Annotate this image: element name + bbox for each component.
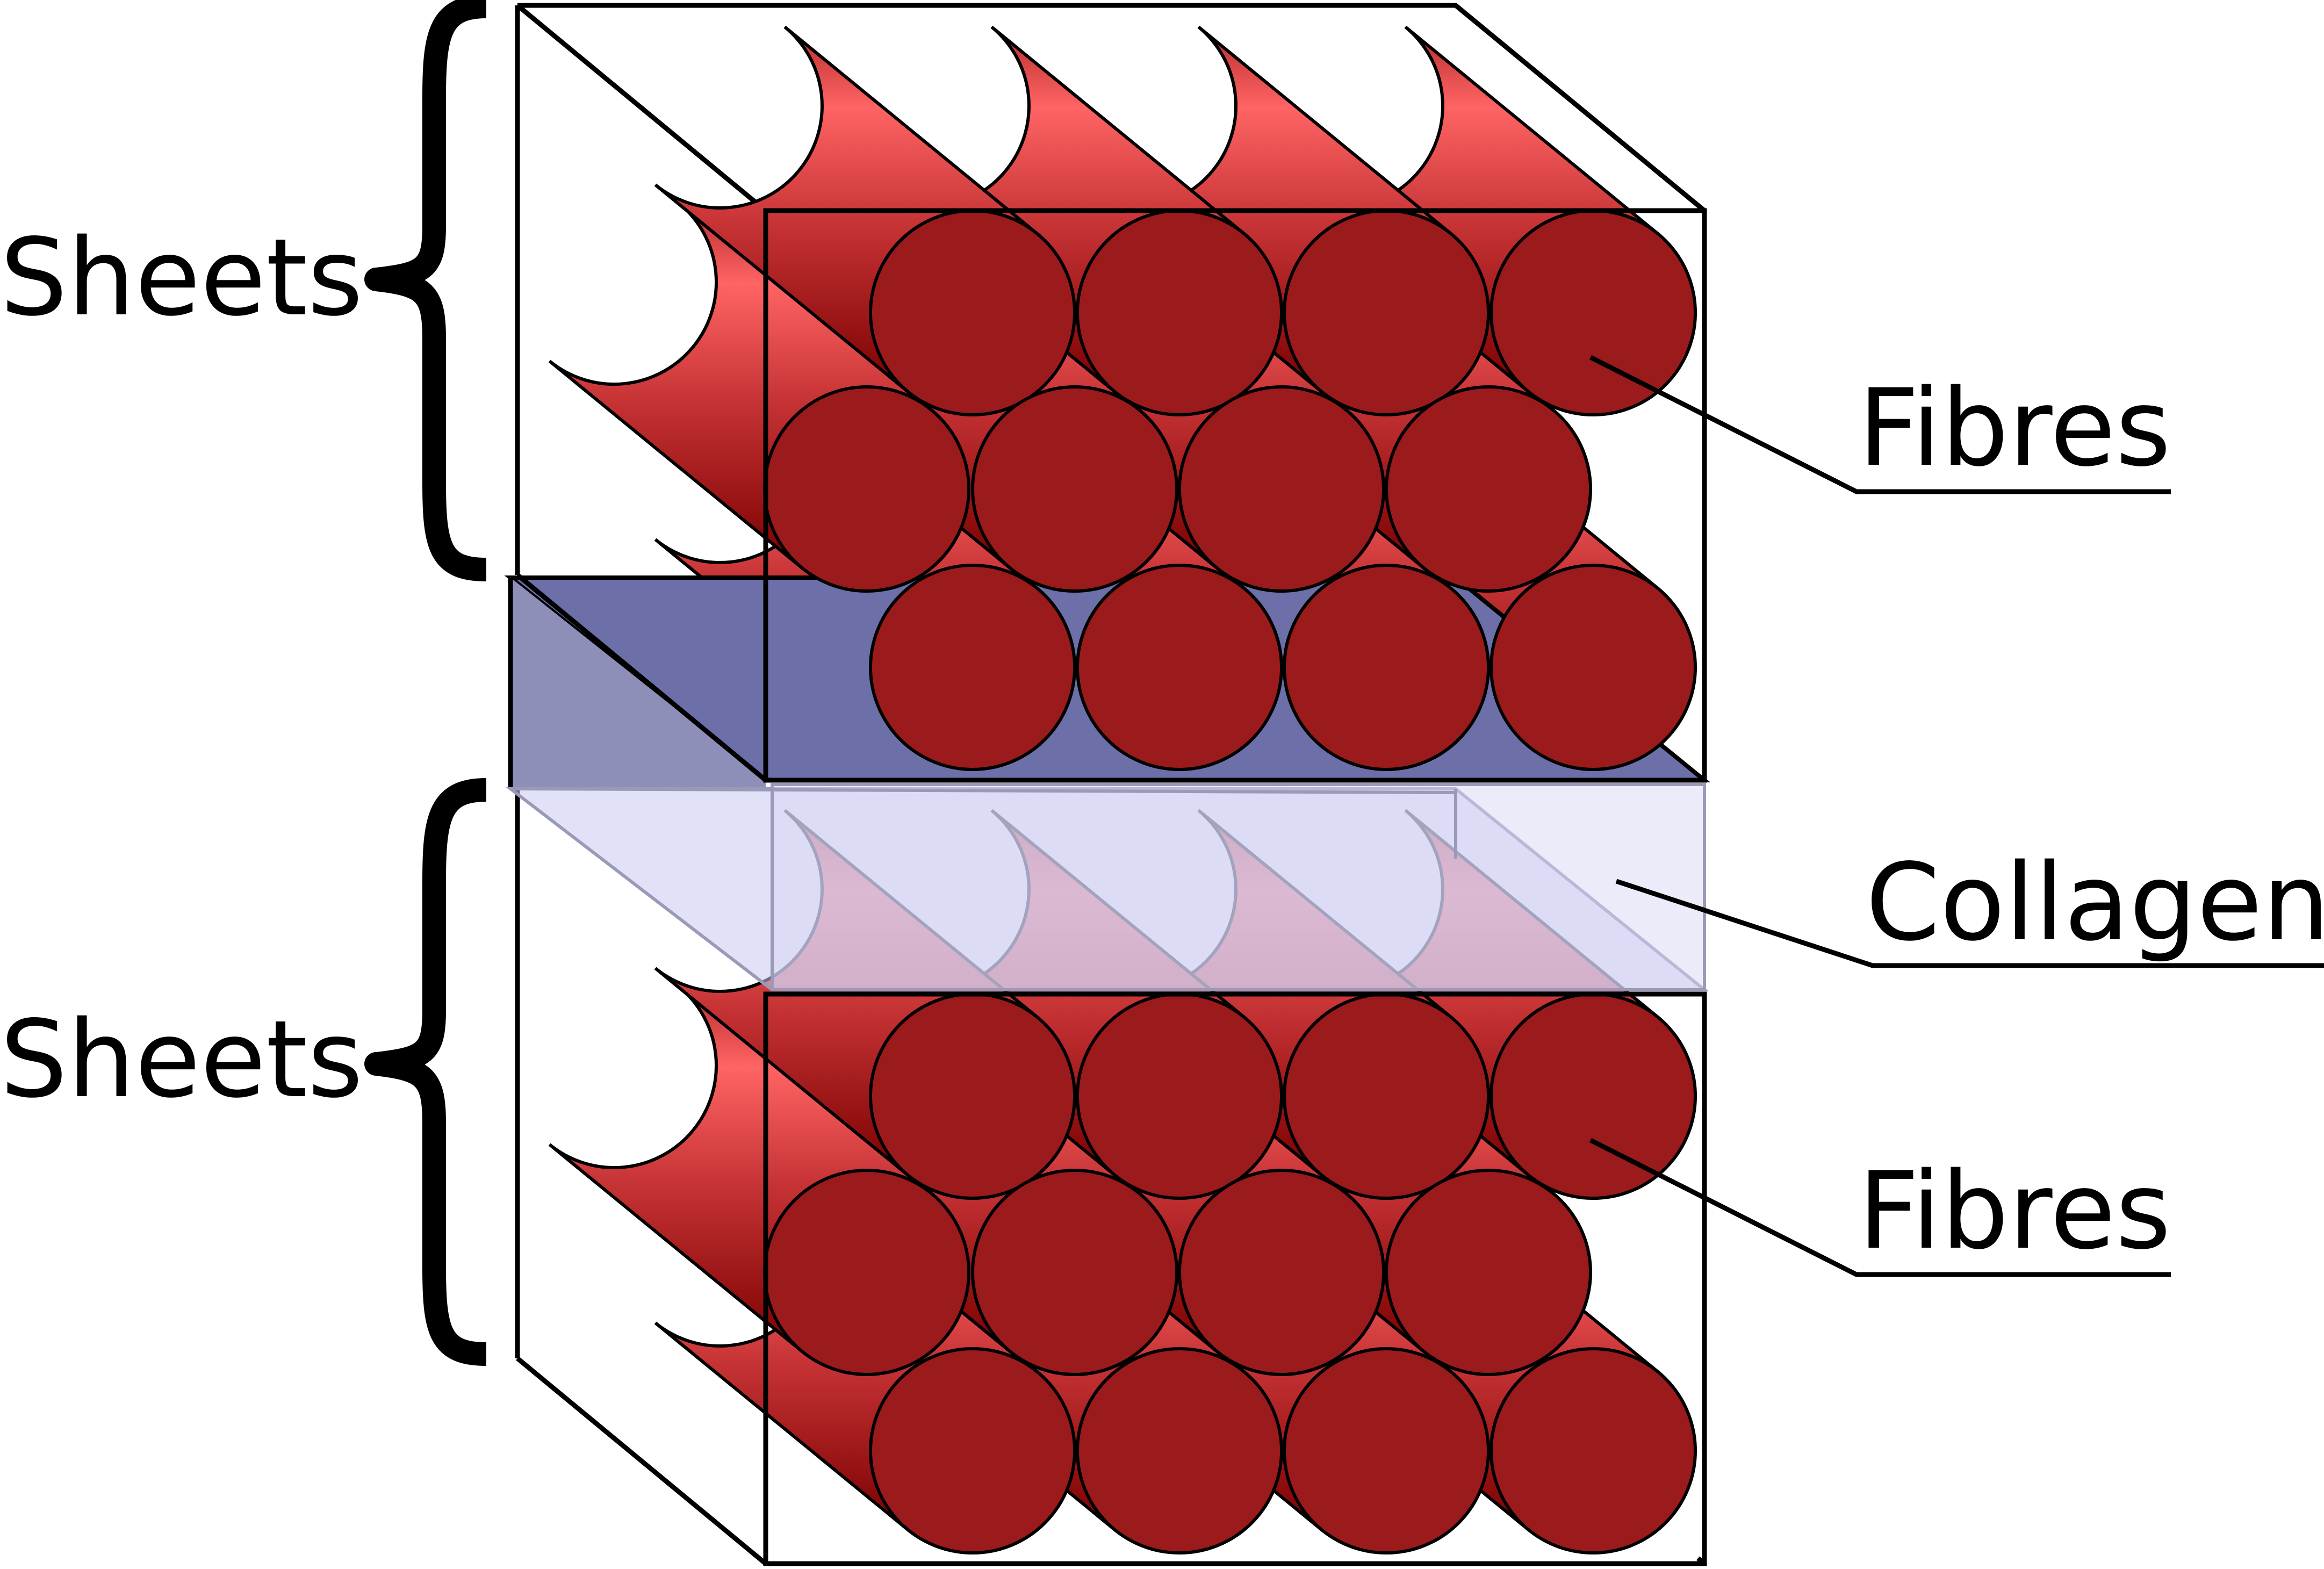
fibre-end <box>1490 992 1697 1200</box>
upper-fibre-ends <box>763 209 1697 771</box>
fibre-end <box>1490 1347 1697 1554</box>
fibre-end <box>1178 1169 1385 1376</box>
fibres-bottom-leader <box>1589 1138 2171 1277</box>
lower-block-wireframe-back <box>515 790 767 1566</box>
fibres-top-leader <box>1589 355 2171 494</box>
fibre-end <box>1283 992 1490 1200</box>
fibre-end <box>1385 385 1592 593</box>
fibre-end <box>971 1169 1178 1376</box>
collagen-leader <box>1615 879 2324 968</box>
upper-block-wireframe-front <box>508 208 1707 789</box>
fibres-bottom-label: Fibres <box>1858 1149 2171 1273</box>
collagen-layer <box>506 783 1709 991</box>
collagen-label: Collagen <box>1866 840 2324 965</box>
fibre-end <box>1283 209 1490 416</box>
fibre-end <box>869 209 1076 416</box>
leader-lines <box>1589 355 2324 1277</box>
fibre-end <box>1076 992 1283 1200</box>
lower-block-wireframe-front <box>763 991 1707 1566</box>
fibre-end <box>971 385 1178 593</box>
sheets-bottom-label: Sheets <box>0 997 363 1121</box>
fibre-end <box>1490 209 1697 416</box>
fibre-end <box>1283 1347 1490 1554</box>
fibre-end <box>1178 385 1385 593</box>
fibres-top-label: Fibres <box>1858 366 2171 490</box>
fibre-end <box>1490 564 1697 771</box>
fibre-end <box>1076 564 1283 771</box>
fibre-end <box>869 1347 1076 1554</box>
upper-block-wireframe-back <box>515 3 1706 575</box>
brace-bottom <box>364 778 487 1366</box>
fibre-end <box>869 564 1076 771</box>
fibre-end <box>1385 1169 1592 1376</box>
fibre-end <box>1076 209 1283 416</box>
sheets-top-label: Sheets <box>0 215 363 340</box>
fibre-end <box>1076 1347 1283 1554</box>
lower-fibre-ends <box>763 992 1697 1554</box>
fibre-end <box>763 1169 970 1376</box>
fibre-end <box>869 992 1076 1200</box>
brace-top <box>364 0 487 581</box>
fibre-end <box>1283 564 1490 771</box>
fibre-end <box>763 385 970 593</box>
